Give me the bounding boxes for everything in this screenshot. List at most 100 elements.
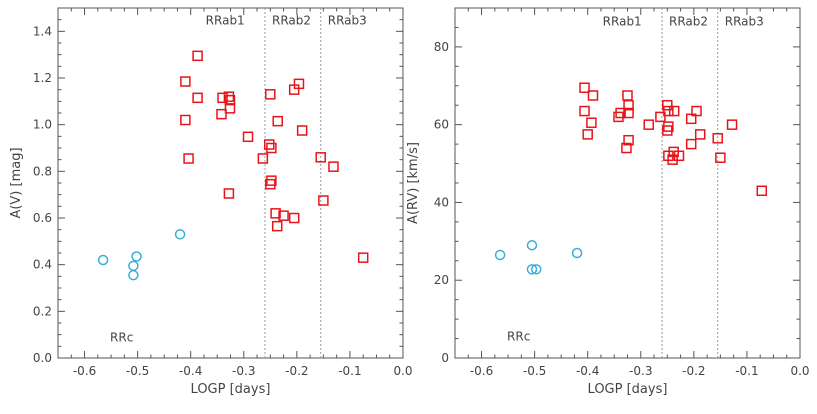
data-point-square xyxy=(242,131,254,143)
data-point-circle xyxy=(128,260,139,272)
data-point-circle xyxy=(494,249,506,261)
data-point-square xyxy=(315,152,326,163)
data-point-square xyxy=(224,103,236,114)
data-point-circle xyxy=(526,264,538,275)
plot-frame xyxy=(57,7,404,359)
y-tick-label: 1.4 xyxy=(33,24,52,38)
data-point-square xyxy=(694,129,706,140)
data-point-square xyxy=(263,139,275,150)
annotation-rrab2: RRab2 xyxy=(669,15,708,29)
data-point-square xyxy=(663,105,674,117)
data-point-square xyxy=(266,175,277,186)
annotation-rrab1: RRab1 xyxy=(206,13,245,27)
data-point-circle xyxy=(526,239,538,251)
y-tick-label: 0 xyxy=(441,351,449,365)
data-point-square xyxy=(586,117,597,128)
data-point-square xyxy=(183,153,194,164)
data-point-square xyxy=(192,92,203,104)
data-point-square xyxy=(328,161,339,172)
data-point-square xyxy=(270,208,281,219)
data-point-square xyxy=(296,125,308,136)
data-point-square xyxy=(318,195,329,206)
data-point-square xyxy=(272,115,283,127)
data-point-square xyxy=(685,113,697,125)
x-axis-title: LOGP [days] xyxy=(588,382,668,397)
data-point-square xyxy=(582,129,593,140)
data-point-square xyxy=(357,252,369,263)
y-tick-label: 0.0 xyxy=(33,351,52,365)
data-point-square xyxy=(685,138,697,150)
data-point-square xyxy=(223,188,235,199)
data-point-square xyxy=(216,108,227,120)
data-point-square xyxy=(192,50,203,62)
annotation-rrab3: RRab3 xyxy=(328,13,367,27)
x-tick-label: 0.0 xyxy=(393,364,412,378)
y-tick-label: 60 xyxy=(434,118,449,132)
data-point-square xyxy=(180,114,191,126)
y-axis-title: A(RV) [km/s] xyxy=(406,142,421,224)
data-point-square xyxy=(579,105,590,117)
data-point-square xyxy=(180,76,191,87)
data-point-square xyxy=(691,105,702,117)
annotation-rrc: RRc xyxy=(110,331,133,345)
data-point-square xyxy=(712,133,723,144)
data-point-square xyxy=(715,152,726,163)
x-tick-label: -0.1 xyxy=(735,364,758,378)
y-tick-label: 1.2 xyxy=(33,71,52,85)
data-point-square xyxy=(223,91,235,102)
annotation-rrab2: RRab2 xyxy=(272,13,311,27)
data-point-square xyxy=(662,99,673,111)
data-point-square xyxy=(257,153,269,164)
x-tick-label: -0.2 xyxy=(682,364,705,378)
x-tick-label: -0.4 xyxy=(576,364,599,378)
data-point-circle xyxy=(131,251,142,262)
x-tick-label: -0.6 xyxy=(470,364,493,378)
data-point-square xyxy=(587,90,599,101)
data-point-square xyxy=(217,92,228,104)
data-point-square xyxy=(726,119,738,130)
data-point-square xyxy=(662,125,673,136)
data-point-square xyxy=(673,150,685,162)
data-point-square xyxy=(621,142,632,154)
x-tick-label: -0.3 xyxy=(629,364,652,378)
x-tick-label: -0.5 xyxy=(523,364,546,378)
data-point-square xyxy=(668,105,680,117)
y-tick-label: 1.0 xyxy=(33,118,52,132)
data-point-square xyxy=(623,99,634,111)
data-point-square xyxy=(623,107,634,119)
y-tick-label: 0.2 xyxy=(33,304,52,318)
annotation-rrc: RRc xyxy=(507,330,530,344)
x-axis-title: LOGP [days] xyxy=(191,382,271,397)
data-point-square xyxy=(579,82,590,93)
data-point-square xyxy=(266,142,277,154)
y-tick-label: 0.4 xyxy=(33,258,52,272)
y-tick-label: 0.8 xyxy=(33,164,52,178)
data-point-circle xyxy=(174,229,186,240)
data-point-square xyxy=(756,185,768,197)
x-tick-label: -0.5 xyxy=(126,364,149,378)
x-tick-label: -0.6 xyxy=(73,364,96,378)
data-point-circle xyxy=(97,254,109,266)
data-point-square xyxy=(655,111,666,123)
x-tick-label: -0.3 xyxy=(232,364,255,378)
data-point-square xyxy=(293,78,305,90)
data-point-circle xyxy=(530,264,542,275)
plot-frame xyxy=(454,7,801,359)
y-tick-label: 20 xyxy=(434,273,449,287)
y-tick-label: 80 xyxy=(434,40,449,54)
data-point-circle xyxy=(571,247,583,259)
data-point-square xyxy=(623,134,634,146)
x-tick-label: -0.4 xyxy=(179,364,202,378)
data-point-circle xyxy=(128,269,139,281)
data-point-square xyxy=(622,90,633,101)
y-axis-title: A(V) [mag] xyxy=(9,147,24,218)
annotation-rrab1: RRab1 xyxy=(603,15,642,29)
data-point-square xyxy=(265,178,276,190)
data-point-square xyxy=(271,220,283,232)
data-point-square xyxy=(615,107,626,119)
y-tick-label: 40 xyxy=(434,195,449,209)
